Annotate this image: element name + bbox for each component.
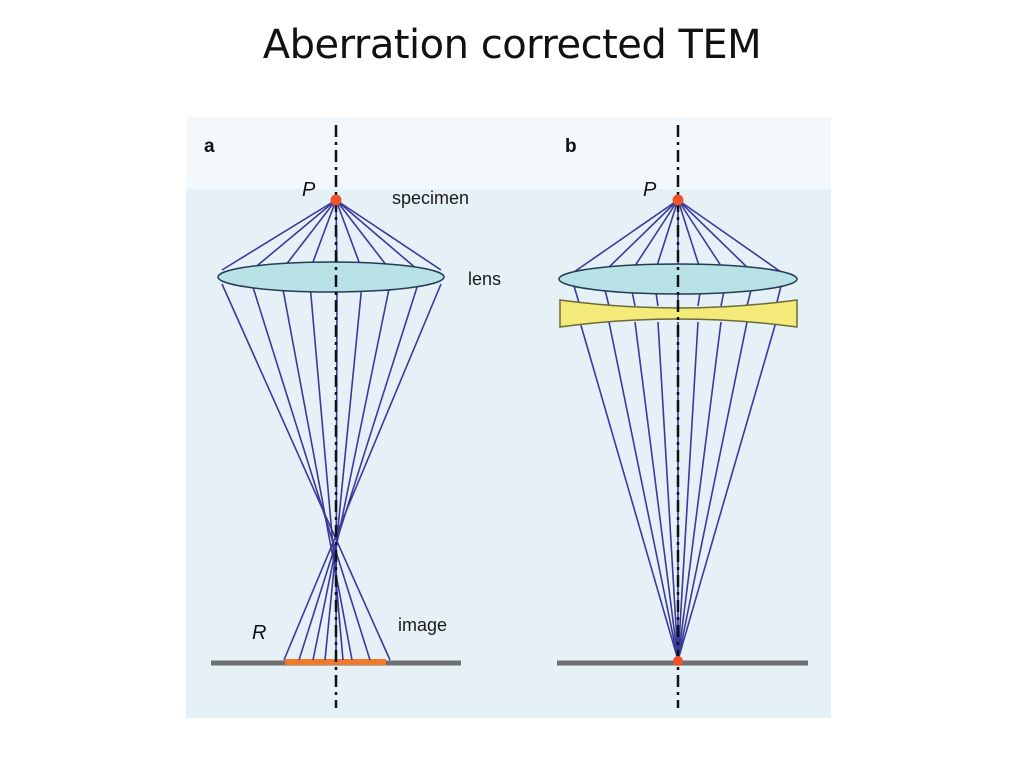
a-lens-label: lens: [468, 269, 501, 289]
a-ray-upper: [335, 199, 363, 271]
b-panel-letter: b: [565, 136, 577, 157]
a-specimen-point: [330, 194, 342, 206]
a-ray-lower: [309, 283, 344, 661]
a-rays-lower: [221, 283, 442, 661]
a-ray-upper: [335, 199, 419, 271]
b-ray-lower: [677, 321, 699, 661]
a-ray-upper: [335, 199, 391, 271]
a-ray-lower: [324, 283, 363, 661]
b-ray-upper: [677, 199, 753, 273]
a-ray-upper: [221, 199, 337, 271]
b-rays-upper: [573, 199, 782, 273]
a-rays-upper: [221, 199, 442, 271]
b-ray-lower: [657, 321, 679, 661]
a-ray-upper: [335, 199, 442, 271]
a-blur-label: R: [252, 622, 266, 644]
a-point-label: P: [302, 179, 316, 201]
b-ray-upper: [677, 199, 702, 273]
b-ray-upper: [630, 199, 679, 273]
a-ray-lower: [312, 283, 391, 661]
b-corrector-lens: [559, 299, 798, 328]
b-ray-upper: [677, 199, 782, 273]
panel-b: b P: [557, 125, 808, 708]
b-image-point: [673, 656, 683, 666]
b-ray-lower: [608, 321, 679, 661]
b-ray-lower: [677, 321, 748, 661]
b-ray-upper: [654, 199, 679, 273]
b-point-label: P: [643, 179, 657, 201]
a-lens: [217, 261, 445, 293]
a-ray-lower: [281, 283, 353, 661]
a-panel-letter: a: [204, 136, 215, 157]
b-ray-upper: [573, 199, 679, 273]
a-ray-lower: [283, 283, 442, 661]
a-ray-upper: [251, 199, 337, 271]
a-ray-lower: [251, 283, 371, 661]
panel-background: [186, 117, 831, 718]
a-ray-upper: [309, 199, 337, 271]
b-specimen-point: [672, 194, 684, 206]
b-ray-lower: [677, 321, 777, 661]
a-ray-lower: [298, 283, 419, 661]
a-ray-lower: [221, 283, 391, 661]
b-ray-lower: [634, 321, 679, 661]
b-ray-upper: [677, 199, 726, 273]
panel-top-band: [186, 117, 831, 189]
a-image-label: image: [398, 615, 447, 635]
slide-title: Aberration corrected TEM: [262, 22, 762, 68]
b-ray-lower: [677, 321, 722, 661]
a-ray-upper: [281, 199, 337, 271]
b-ray-upper: [603, 199, 679, 273]
panel-a: a P specimen lens image R: [204, 125, 501, 708]
b-ray-lower: [579, 321, 679, 661]
a-ray-lower: [335, 283, 338, 661]
a-specimen-label: specimen: [392, 188, 469, 208]
